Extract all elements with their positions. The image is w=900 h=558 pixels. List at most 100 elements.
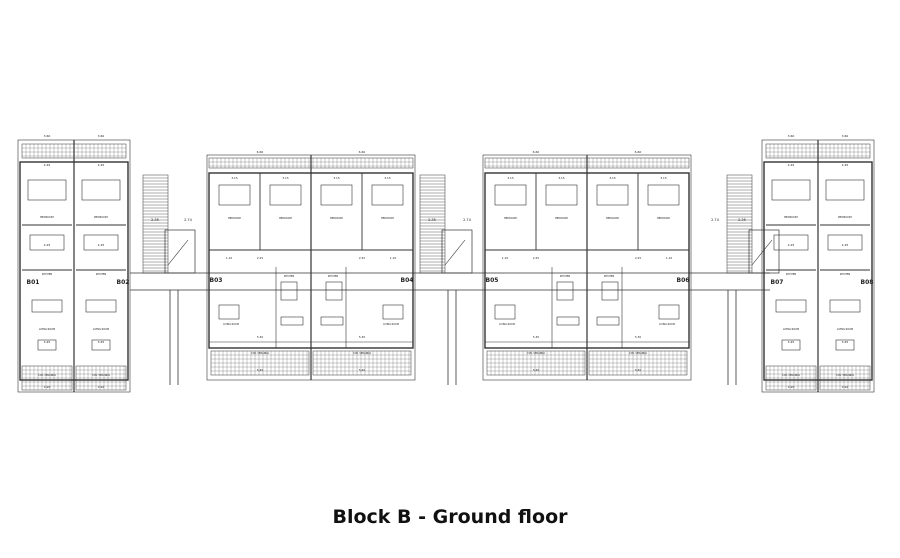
room-label: BEDROOM <box>555 217 567 220</box>
dimension-label: 3.15 <box>609 176 615 180</box>
dimension-label: 6.60 <box>257 150 264 154</box>
dimension-label: 3.15 <box>333 176 339 180</box>
kitchen-counter <box>601 281 619 301</box>
stair-landing <box>164 229 196 274</box>
room-label: LIVING ROOM <box>837 328 853 331</box>
dimension-label: 5.40 <box>635 368 641 372</box>
unit-label: B05 <box>486 277 499 284</box>
dimension-label: 1.10 <box>226 256 232 260</box>
veranda-tiles <box>21 365 73 391</box>
veranda-tiles <box>819 365 871 391</box>
unit-label: B03 <box>210 277 223 284</box>
dining-table <box>829 299 861 313</box>
stair-landing <box>441 229 473 274</box>
stairs-3 <box>726 174 780 274</box>
veranda-tiles <box>588 350 688 376</box>
room-label: BEDROOM <box>330 217 342 220</box>
dimension-label: 3.20 <box>788 385 795 389</box>
room-label: KITCHEN <box>604 275 615 278</box>
stair-arrow <box>167 239 189 266</box>
dimension-label: 2.25 <box>257 256 263 260</box>
bed <box>596 184 629 206</box>
dimension-label: 2.35 <box>151 218 159 222</box>
room-label: KITCHEN <box>786 273 797 276</box>
dimension-label: 5.40 <box>359 368 365 372</box>
dimension-label: 3.45 <box>44 340 51 344</box>
dimension-label: 2.25 <box>635 256 641 260</box>
bathroom-fixture <box>83 234 119 251</box>
kitchen-counter <box>280 281 298 301</box>
dimension-label: 5.30 <box>359 335 365 339</box>
sofa <box>781 339 801 351</box>
unit-label: B01 <box>27 279 40 286</box>
dimension-label: 3.45 <box>98 340 105 344</box>
dimension-label: 2.25 <box>44 243 51 247</box>
room-label: KITCHEN <box>284 275 295 278</box>
room-label: COV. VERANDA <box>629 352 647 355</box>
room-label: LIVING ROOM <box>499 323 515 326</box>
dining-table <box>31 299 63 313</box>
bed <box>218 184 251 206</box>
bed <box>320 184 353 206</box>
bathroom-fixture <box>773 234 809 251</box>
dining-table <box>280 316 304 326</box>
dimension-label: 3.15 <box>231 176 237 180</box>
unit-label: B08 <box>861 279 874 286</box>
bed <box>825 179 865 201</box>
dining-table <box>85 299 117 313</box>
stair-treads <box>142 174 169 274</box>
dining-table <box>775 299 807 313</box>
dimension-label: 3.20 <box>44 385 51 389</box>
plan-title: Block B - Ground floor <box>332 506 568 528</box>
room-label: BEDROOM <box>40 215 54 219</box>
bed <box>647 184 680 206</box>
veranda-tiles <box>486 350 586 376</box>
sofa <box>37 339 57 351</box>
bed <box>371 184 404 206</box>
dimension-label: 2.35 <box>738 218 746 222</box>
dimension-label: 3.15 <box>282 176 288 180</box>
dimension-label: 2.74 <box>711 218 720 222</box>
veranda-tiles <box>75 365 127 391</box>
unit-label: B06 <box>677 277 690 284</box>
dimension-label: 5.30 <box>533 335 539 339</box>
room-label: KITCHEN <box>560 275 571 278</box>
room-label: LIVING ROOM <box>659 323 675 326</box>
room-label: KITCHEN <box>42 273 53 276</box>
room-label: COV. VERANDA <box>782 374 800 377</box>
dimension-label: 3.15 <box>507 176 513 180</box>
room-label: LIVING ROOM <box>383 323 399 326</box>
bathroom-fixture <box>29 234 65 251</box>
bed <box>269 184 302 206</box>
room-label: LIVING ROOM <box>783 328 799 331</box>
dimension-label: 3.15 <box>558 176 564 180</box>
dimension-label: 3.60 <box>44 134 51 138</box>
dimension-label: 2.25 <box>359 256 365 260</box>
room-label: BEDROOM <box>504 217 516 220</box>
dimension-label: 2.74 <box>463 218 472 222</box>
room-label: LIVING ROOM <box>223 323 239 326</box>
unit-label: B02 <box>117 279 130 286</box>
dimension-label: 6.60 <box>533 150 540 154</box>
dimension-label: 2.25 <box>842 243 849 247</box>
room-label: BEDROOM <box>228 217 240 220</box>
room-label: COV. VERANDA <box>527 352 545 355</box>
dimension-label: 1.10 <box>666 256 672 260</box>
hatch-border <box>142 174 169 274</box>
bed <box>27 179 67 201</box>
room-label: COV. VERANDA <box>353 352 371 355</box>
sofa <box>494 304 516 320</box>
dimension-label: 2.25 <box>788 243 795 247</box>
room-label: BEDROOM <box>279 217 291 220</box>
room-label: COV. VERANDA <box>38 374 56 377</box>
sofa <box>218 304 240 320</box>
dimension-label: 3.45 <box>788 340 795 344</box>
stairs-2 <box>419 174 473 274</box>
room-label: LIVING ROOM <box>39 328 55 331</box>
room-label: BEDROOM <box>381 217 393 220</box>
stair-arrow <box>444 239 466 266</box>
room-label: COV. VERANDA <box>251 352 269 355</box>
